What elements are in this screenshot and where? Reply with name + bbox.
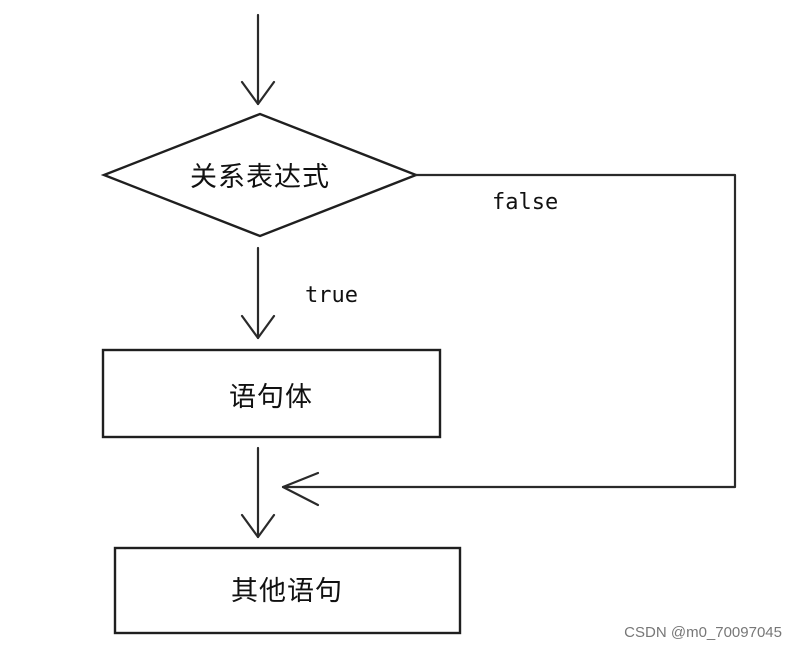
watermark: CSDN @m0_70097045 bbox=[624, 624, 782, 641]
false-label: false bbox=[492, 190, 558, 215]
body-label: 语句体 bbox=[229, 382, 313, 413]
next-arrowhead bbox=[240, 513, 276, 539]
body-box bbox=[101, 348, 442, 439]
condition-label: 关系表达式 bbox=[190, 162, 330, 193]
false-branch-arrowhead bbox=[281, 471, 320, 507]
false-branch-line bbox=[281, 173, 737, 489]
entry-arrowhead bbox=[240, 80, 276, 106]
true-label: true bbox=[305, 283, 358, 308]
next-box bbox=[113, 546, 462, 635]
true-branch-arrowhead bbox=[240, 314, 276, 340]
next-label: 其他语句 bbox=[231, 576, 343, 607]
